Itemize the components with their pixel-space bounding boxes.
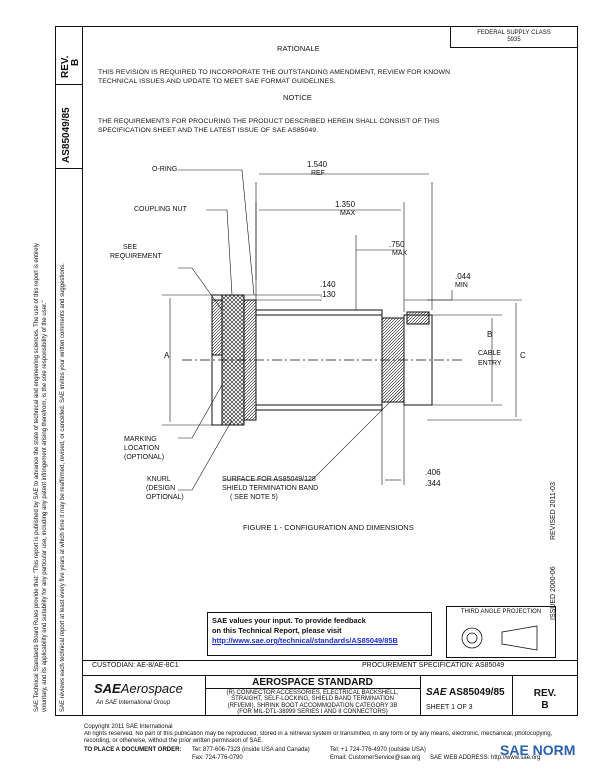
standard-title: AEROSPACE STANDARD (252, 677, 373, 688)
side-tab (55, 26, 82, 716)
row-divider (82, 660, 578, 661)
rationale-line-2: TECHNICAL ISSUES AND UPDATE TO MEET SAE … (98, 78, 336, 85)
coupling-nut-callout: COUPLING NUT (134, 206, 187, 213)
logo: SAEAerospace (94, 681, 183, 696)
procurement-spec: PROCUREMENT SPECIFICATION: AS85049 (362, 662, 505, 669)
order-fax: Fax: 724-776-0790 (192, 755, 243, 761)
side-divider (55, 168, 82, 169)
revised-date: REVISED 2011-03 (550, 482, 557, 540)
notice-line-1: THE REQUIREMENTS FOR PROCURING THE PRODU… (98, 118, 440, 125)
dim-c: C (520, 351, 526, 360)
third-angle-projection-box: THIRD ANGLE PROJECTION (446, 606, 556, 658)
logo-sae: SAE (94, 681, 121, 696)
feedback-line-1: SAE values your input. To provide feedba… (212, 616, 366, 625)
watermark: SAE NORM (500, 742, 576, 758)
order-label: TO PLACE A DOCUMENT ORDER: (84, 747, 182, 753)
title-divider (420, 675, 421, 716)
rationale-heading: RATIONALE (277, 44, 320, 53)
projection-symbol (461, 625, 538, 651)
dim-140: .140 (320, 280, 336, 289)
see-requirement-callout-2: REQUIREMENT (110, 253, 162, 260)
title-doc-number: SAE AS85049/85 (426, 687, 505, 698)
dim-406: .406 (425, 468, 441, 477)
page-frame (82, 26, 578, 716)
sheet-number: SHEET 1 OF 3 (426, 704, 473, 711)
marking-callout-3: (OPTIONAL) (124, 454, 165, 461)
fsc-label: FEDERAL SUPPLY CLASS (477, 30, 551, 36)
dim-044-min: MIN (455, 282, 468, 289)
dim-044: .044 (455, 272, 471, 281)
fsc-value: 5935 (507, 37, 521, 43)
order-email[interactable]: Email: CustomerService@sae.org (330, 755, 421, 761)
dim-1540: 1.540 (307, 160, 328, 169)
title-rev-label: REV. (533, 688, 557, 699)
see-requirement-callout-1: SEE (123, 244, 138, 251)
surface-callout-1: SURFACE FOR AS85049/128 (222, 476, 316, 483)
dim-750-max: MAX (392, 250, 408, 257)
dim-b: B (487, 330, 493, 339)
custodian: CUSTODIAN: AE-8/AE-8C1 (92, 662, 179, 669)
title-doc-number-text: AS85049/85 (448, 687, 505, 698)
disclaimer-line-2: voluntary, and its applicability and sui… (42, 300, 48, 712)
side-divider (55, 84, 82, 85)
side-rev-value: B (70, 58, 81, 66)
dim-a: A (164, 351, 170, 360)
copyright: Copyright 2011 SAE International (84, 724, 173, 730)
cable-entry-2: ENTRY (478, 360, 502, 367)
dim-130: .130 (320, 290, 336, 299)
knurl-callout-2: (DESIGN (146, 485, 176, 492)
logo-tagline: An SAE International Group (96, 700, 171, 706)
knurl-callout-1: KNURL (147, 476, 171, 483)
order-tel-2: Tel: +1 724-776-4970 (outside USA) (330, 747, 426, 753)
cable-entry-1: CABLE (478, 350, 501, 357)
marking-callout-1: MARKING (124, 436, 157, 443)
dim-1350-max: MAX (340, 210, 356, 217)
dim-1540-ref: REF (311, 170, 325, 177)
rights-line-2: recording, or otherwise, without the pri… (84, 738, 264, 744)
o-ring-callout: O-RING (152, 166, 178, 173)
notice-heading: NOTICE (283, 93, 312, 102)
title-desc-4: (FOR MIL-DTL-38999 SERIES I AND II CONNE… (237, 709, 388, 715)
order-tel-1: Tel: 877-606-7323 (inside USA and Canada… (192, 747, 310, 753)
logo-aerospace: Aerospace (120, 681, 183, 696)
feedback-line-2: on this Technical Report, please visit (212, 626, 342, 635)
title-desc-3: (RFI/EMI), SHRINK BOOT ACCOMMODATION CAT… (227, 703, 398, 709)
surface-callout-3: ( SEE NOTE 5) (230, 494, 278, 501)
rights-line-1: All rights reserved. No part of this pub… (84, 731, 553, 737)
disclaimer-line-3: SAE reviews each technical report at lea… (60, 263, 66, 712)
side-doc-number: AS85049/85 (61, 107, 72, 163)
configuration-drawing (162, 169, 522, 491)
knurl-callout-3: OPTIONAL) (146, 494, 184, 501)
dim-750: .750 (389, 240, 405, 249)
title-divider (205, 688, 420, 689)
figure-caption: FIGURE 1 - CONFIGURATION AND DIMENSIONS (243, 523, 414, 532)
dim-1350: 1.350 (335, 200, 356, 209)
title-divider (512, 675, 513, 716)
title-rev-value: B (541, 700, 549, 711)
marking-callout-2: LOCATION (124, 445, 160, 452)
title-divider (205, 675, 206, 716)
row-divider (82, 675, 578, 676)
title-desc-2: STRAIGHT, SELF-LOCKING, SHIELD BAND TERM… (231, 696, 394, 702)
title-desc-1: (R) CONNECTOR ACCESSORIES, ELECTRICAL BA… (226, 690, 399, 696)
notice-line-2: SPECIFICATION SHEET AND THE LATEST ISSUE… (98, 127, 319, 134)
surface-callout-2: SHIELD TERMINATION BAND (222, 485, 319, 492)
feedback-box: SAE values your input. To provide feedba… (207, 612, 432, 656)
feedback-link[interactable]: http://www.sae.org/technical/standards/A… (212, 636, 398, 645)
title-sae-mark: SAE (426, 687, 447, 698)
disclaimer-line-1: SAE Technical Standards Board Rules prov… (34, 243, 40, 712)
federal-supply-class-box: FEDERAL SUPPLY CLASS 5935 (450, 26, 578, 48)
web-address[interactable]: SAE WEB ADDRESS: http://www.sae.org (430, 755, 541, 761)
rationale-line-1: THIS REVISION IS REQUIRED TO INCORPORATE… (98, 69, 451, 76)
dim-344: .344 (425, 479, 441, 488)
third-angle-label: THIRD ANGLE PROJECTION (460, 609, 542, 615)
